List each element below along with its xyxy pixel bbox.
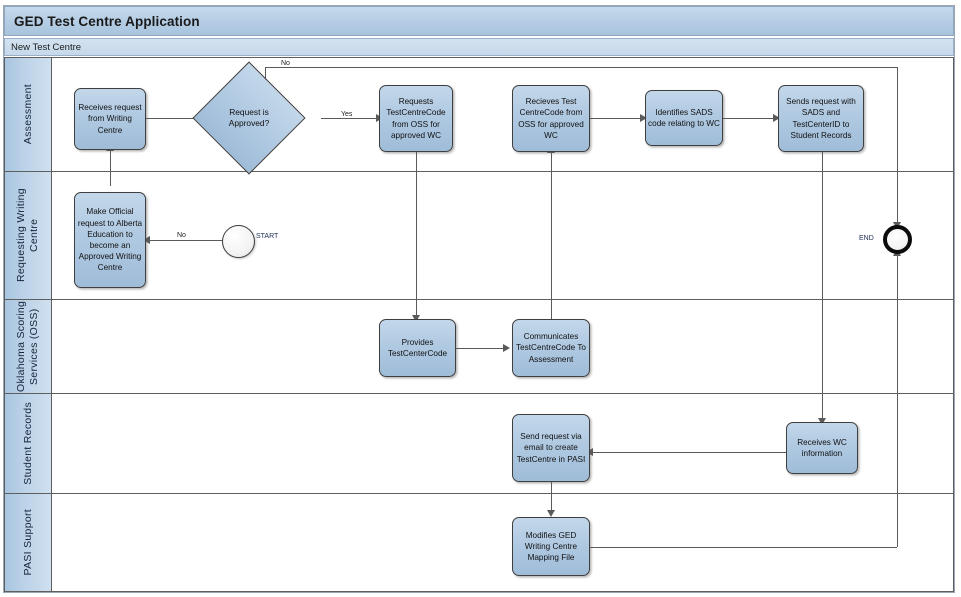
connector-receives-wc-to-send-email (592, 452, 786, 453)
lane-assessment: Assessment (4, 57, 954, 172)
connector-gateway-yes (321, 118, 379, 119)
lane-header-student-records: Student Records (5, 394, 52, 493)
task-label-communicates-testcentrecode: Communicates TestCentreCode To Assessmen… (516, 332, 586, 364)
arrowhead-sends-to-receives-wc (818, 418, 826, 425)
task-send-request-email[interactable]: Send request via email to create TestCen… (512, 414, 590, 482)
flow-label-yes: Yes (340, 111, 354, 118)
task-sends-request-sads[interactable]: Sends request with SADS and TestCenterID… (778, 85, 864, 152)
end-event-label: END (859, 235, 874, 242)
task-label-modifies-ged-mapping: Modifies GED Writing Centre Mapping File (524, 530, 578, 563)
lane-header-oklahoma-scoring-services: Oklahoma Scoring Services (OSS) (5, 300, 52, 393)
lane-requesting-writing-centre: Requesting Writing Centre (4, 172, 954, 300)
task-label-identifies-sads: Identifies SADS code relating to WC (648, 107, 720, 128)
lane-label-requesting-writing-centre: Requesting Writing Centre (15, 188, 40, 283)
connector-start-to-make-request (150, 240, 222, 241)
connector-recieves-to-identifies (590, 118, 642, 119)
connector-make-request-to-receives (110, 150, 111, 186)
connector-requests-to-provides (416, 152, 417, 319)
arrowhead-start-to-make-request (143, 236, 150, 244)
arrowhead-send-email-to-modifies (547, 510, 555, 517)
lane-header-pasi-support: PASI Support (5, 494, 52, 591)
pool-title-text: GED Test Centre Application (14, 13, 200, 29)
connector-identifies-to-sends (723, 118, 776, 119)
connector-sends-to-receives-wc (822, 152, 823, 422)
task-label-sends-request-sads: Sends request with SADS and TestCenterID… (786, 97, 856, 140)
flow-label-no-top: No (280, 60, 291, 67)
start-event[interactable] (222, 225, 255, 258)
flow-label-no-start: No (176, 232, 187, 239)
lane-label-pasi-support: PASI Support (21, 509, 34, 576)
lane-pasi-support: PASI Support (4, 494, 954, 592)
task-label-provides-testcentercode: Provides TestCenterCode (387, 337, 448, 358)
arrowhead-provides-to-communicates (503, 344, 510, 352)
connector-send-email-to-modifies (551, 482, 552, 514)
task-label-make-official-request: Make Official request to Alberta Educati… (77, 207, 143, 273)
task-receives-request[interactable]: Receives request from Writing Centre (74, 88, 146, 150)
task-label-recieves-testcentrecode: Recieves Test CentreCode from OSS for ap… (518, 97, 584, 140)
task-make-official-request[interactable]: Make Official request to Alberta Educati… (74, 192, 146, 288)
connector-gateway-no-right (265, 67, 897, 68)
lane-oklahoma-scoring-services: Oklahoma Scoring Services (OSS) (4, 300, 954, 394)
end-event[interactable] (883, 225, 912, 254)
connector-provides-to-communicates (456, 348, 506, 349)
connector-communicates-to-recieves (551, 152, 552, 319)
start-event-label: START (256, 233, 279, 240)
arrowhead-recieves-to-identifies (640, 114, 647, 122)
lane-header-assessment: Assessment (5, 58, 52, 171)
gateway-label-request-approved: Request is Approved? (228, 106, 270, 129)
task-identifies-sads[interactable]: Identifies SADS code relating to WC (645, 90, 723, 146)
connector-modifies-to-end-up (897, 253, 898, 547)
task-communicates-testcentrecode[interactable]: Communicates TestCentreCode To Assessmen… (512, 319, 590, 377)
task-recieves-testcentrecode[interactable]: Recieves Test CentreCode from OSS for ap… (512, 85, 590, 152)
gateway-request-approved[interactable]: Request is Approved? (192, 61, 306, 175)
task-modifies-ged-mapping[interactable]: Modifies GED Writing Centre Mapping File (512, 517, 590, 576)
arrowhead-requests-to-provides (412, 315, 420, 322)
lane-label-assessment: Assessment (21, 84, 34, 145)
arrowhead-identifies-to-sends (773, 114, 780, 122)
lane-header-requesting-writing-centre: Requesting Writing Centre (5, 172, 52, 299)
task-label-send-request-email: Send request via email to create TestCen… (516, 432, 586, 464)
task-label-receives-request: Receives request from Writing Centre (78, 103, 142, 135)
task-receives-wc-information[interactable]: Receives WC information (786, 422, 858, 474)
task-label-receives-wc-information: Receives WC information (797, 437, 847, 458)
pool-title-bar: GED Test Centre Application (4, 6, 954, 36)
connector-modifies-to-end-right (590, 547, 897, 548)
phase-bar: New Test Centre (4, 38, 954, 56)
lane-label-oklahoma-scoring-services: Oklahoma Scoring Services (OSS) (15, 300, 40, 393)
lane-label-student-records: Student Records (21, 402, 34, 485)
connector-gateway-no-down (897, 67, 898, 226)
task-provides-testcentercode[interactable]: Provides TestCenterCode (379, 319, 456, 377)
task-label-requests-testcentrecode: Requests TestCentreCode from OSS for app… (386, 97, 446, 140)
connector-receives-to-gateway (146, 118, 209, 119)
phase-label: New Test Centre (11, 41, 82, 53)
task-requests-testcentrecode[interactable]: Requests TestCentreCode from OSS for app… (379, 85, 453, 152)
